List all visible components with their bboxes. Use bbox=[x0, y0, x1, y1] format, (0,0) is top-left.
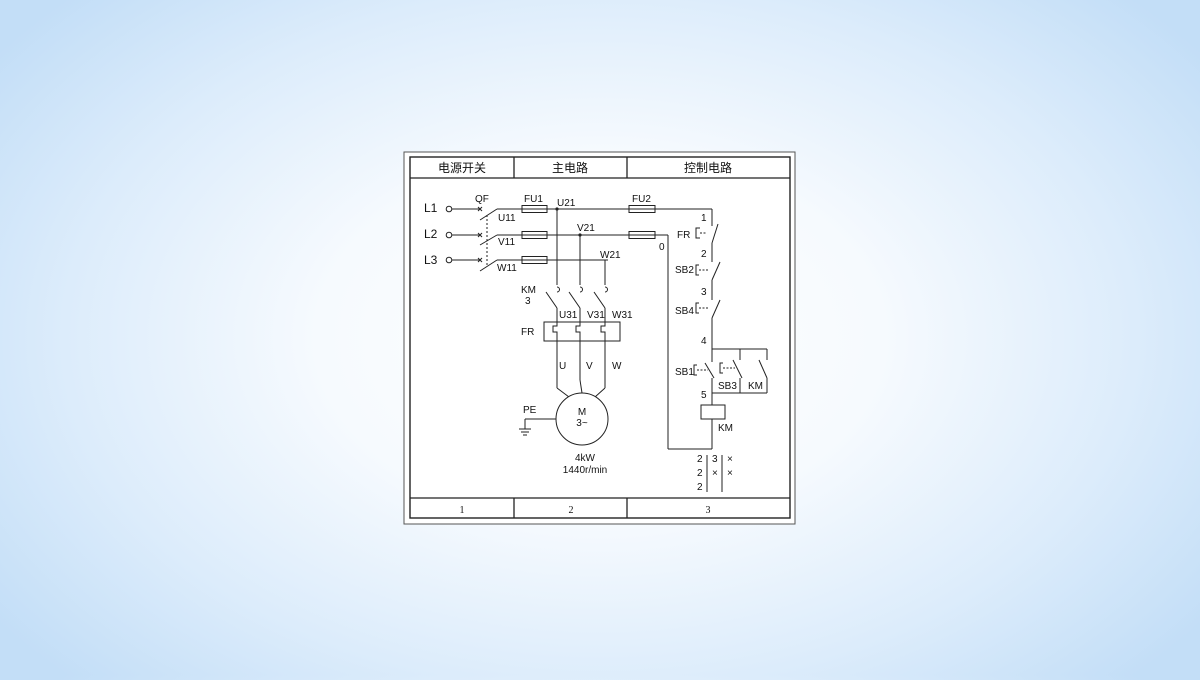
w21-label: W21 bbox=[600, 250, 621, 261]
km-pole-count: 3 bbox=[525, 296, 531, 307]
motor-power-rating: 4kW bbox=[575, 453, 596, 464]
u-label: U bbox=[559, 361, 566, 372]
contact-table-r1c3: × bbox=[727, 454, 733, 465]
contact-table-r1c1: 2 bbox=[697, 454, 703, 465]
qf-label: QF bbox=[475, 194, 489, 205]
fu2-label: FU2 bbox=[632, 194, 651, 205]
fr-nc-label: FR bbox=[677, 230, 690, 241]
w11-label: W11 bbox=[497, 263, 517, 274]
contact-table-r2c1: 2 bbox=[697, 468, 703, 479]
sb2-label: SB2 bbox=[675, 265, 694, 276]
header-main-circuit: 主电路 bbox=[552, 160, 588, 175]
u31-label: U31 bbox=[559, 310, 578, 321]
node-5-label: 5 bbox=[701, 390, 707, 401]
km-aux-label: KM bbox=[748, 381, 763, 392]
fu1-label: FU1 bbox=[524, 194, 543, 205]
fr-main-label: FR bbox=[521, 327, 534, 338]
footer-zone-1: 1 bbox=[460, 505, 465, 516]
phase-l1-label: L1 bbox=[424, 201, 438, 215]
terminal-l1 bbox=[445, 205, 453, 213]
footer-zone-2: 2 bbox=[569, 505, 574, 516]
km-coil-label: KM bbox=[718, 423, 733, 434]
terminal-l3 bbox=[445, 256, 453, 264]
control-circuit: 0 1 FR 2 SB2 3 SB4 4 bbox=[655, 209, 768, 493]
phase-l2-label: L2 bbox=[424, 227, 438, 241]
sb4-label: SB4 bbox=[675, 306, 694, 317]
main-circuit: FU1 FU2 U21 V21 W21 KM 3 U31 V31 W31 bbox=[497, 194, 712, 476]
motor-speed: 1440r/min bbox=[563, 465, 607, 476]
v-label: V bbox=[586, 361, 593, 372]
node-3-label: 3 bbox=[701, 287, 707, 298]
sb3-label: SB3 bbox=[718, 381, 737, 392]
motor-symbol: M bbox=[578, 407, 586, 418]
km-coil bbox=[700, 404, 726, 420]
w31-label: W31 bbox=[612, 310, 633, 321]
contact-table-r2c2: × bbox=[712, 468, 718, 479]
sheet-inner-frame bbox=[409, 156, 791, 519]
node-4-label: 4 bbox=[701, 336, 707, 347]
pe-label: PE bbox=[523, 405, 537, 416]
contact-table-r1c2: 3 bbox=[712, 454, 718, 465]
u11-label: U11 bbox=[498, 213, 516, 224]
km-main-label: KM bbox=[521, 285, 536, 296]
v31-label: V31 bbox=[587, 310, 605, 321]
contact-table-r2c3: × bbox=[727, 468, 733, 479]
contact-table-r3c1: 2 bbox=[697, 482, 703, 493]
node-1-label: 1 bbox=[701, 213, 707, 224]
header-control-circuit: 控制电路 bbox=[684, 160, 732, 175]
motor-phase: 3~ bbox=[576, 418, 588, 429]
footer-zone-3: 3 bbox=[706, 505, 711, 516]
v11-label: V11 bbox=[498, 237, 515, 248]
node-2-label: 2 bbox=[701, 249, 707, 260]
wire-0-label: 0 bbox=[659, 242, 665, 253]
phase-l3-label: L3 bbox=[424, 253, 438, 267]
w-label: W bbox=[612, 361, 622, 372]
power-switch-qf: L1 L2 L3 QF U11 V11 W11 bbox=[424, 194, 517, 274]
header-power-switch: 电源开关 bbox=[438, 161, 486, 175]
terminal-l2 bbox=[445, 231, 453, 239]
v21-label: V21 bbox=[577, 223, 595, 234]
sb1-label: SB1 bbox=[675, 367, 694, 378]
u21-label: U21 bbox=[557, 198, 576, 209]
